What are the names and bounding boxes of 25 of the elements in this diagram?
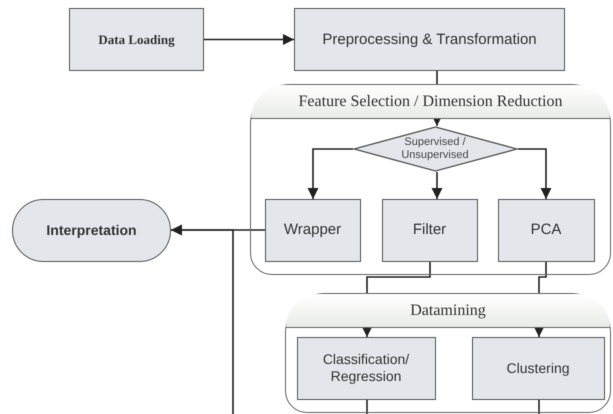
process-box: [294, 8, 565, 71]
connector-arrow: [518, 148, 552, 199]
connector-arrow: [171, 224, 234, 414]
box-label: Preprocessing & Transformation: [322, 30, 537, 48]
process-box: [498, 198, 594, 262]
process-box: [264, 198, 360, 262]
process-box: [296, 336, 436, 400]
box-label: Data Loading: [98, 32, 175, 48]
process-box: [472, 336, 604, 400]
process-box: [69, 8, 204, 71]
box-label: Classification/ Regression: [322, 351, 410, 385]
box-label: Wrapper: [284, 221, 342, 239]
connector-arrow: [432, 172, 442, 199]
group-panel: [250, 84, 611, 275]
decision-label: Supervised / Unsupervised: [400, 136, 470, 162]
panel-title: Feature Selection / Dimension Reduction: [298, 92, 562, 112]
group-panel: [285, 293, 611, 413]
box-label: Clustering: [506, 360, 570, 376]
panel-title: Datamining: [410, 300, 486, 320]
box-label: Filter: [412, 221, 446, 239]
box-label: PCA: [530, 221, 562, 239]
process-box: [382, 198, 478, 262]
connector-arrow: [308, 148, 353, 199]
connector-arrow: [204, 34, 294, 45]
box-label: Interpretation: [46, 222, 137, 239]
